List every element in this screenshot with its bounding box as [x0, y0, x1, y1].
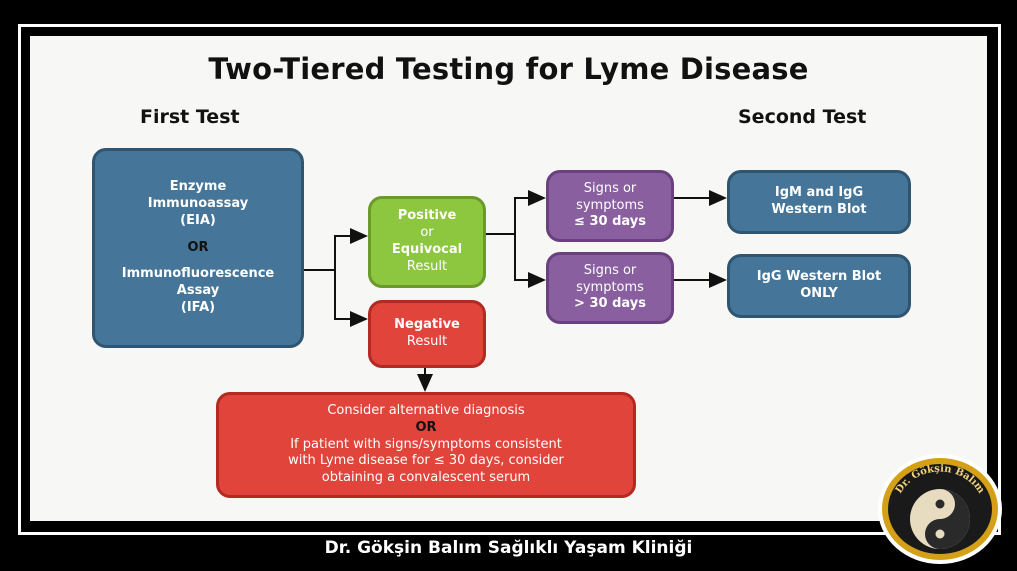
- arrow-to-le30: [514, 190, 546, 234]
- positive-result-box: Positive or Equivocal Result: [368, 196, 486, 288]
- negative-result-box: Negative Result: [368, 300, 486, 368]
- arrow-to-gt30: [514, 234, 546, 288]
- yin-yang-icon: [910, 489, 970, 549]
- eia-line3: (EIA): [180, 212, 216, 228]
- positive-line4: Result: [406, 258, 448, 274]
- alt-line4: obtaining a convalescent serum: [321, 470, 531, 486]
- arrow-to-positive: [334, 228, 368, 270]
- alt-line2: If patient with signs/symptoms consisten…: [290, 436, 562, 452]
- positive-line2: or: [420, 225, 434, 241]
- negative-line2: Result: [406, 334, 448, 349]
- igg-line2: ONLY: [800, 286, 838, 301]
- ifa-line1: Immunofluorescence: [121, 266, 275, 282]
- le30-line2: symptoms: [576, 197, 644, 213]
- diagram-title: Two-Tiered Testing for Lyme Disease: [208, 52, 809, 86]
- first-test-box: Enzyme Immunoassay (EIA) OR Immunofluore…: [92, 148, 304, 348]
- igm-line1: IgM and IgG: [774, 185, 864, 201]
- alt-line3: with Lyme disease for ≤ 30 days, conside…: [288, 453, 564, 469]
- ifa-line3: (IFA): [180, 300, 216, 316]
- slide-frame: [18, 24, 1001, 535]
- first-test-heading: First Test: [140, 106, 240, 128]
- alt-or: OR: [415, 419, 437, 435]
- alternative-diagnosis-box: Consider alternative diagnosis OR If pat…: [216, 392, 636, 498]
- alt-line1: Consider alternative diagnosis: [327, 402, 525, 418]
- flow-arrows: [304, 190, 727, 392]
- le30-line3: ≤ 30 days: [574, 214, 646, 230]
- igm-line2: Western Blot: [771, 202, 867, 217]
- footer-clinic-name: Dr. Gökşin Balım Sağlıklı Yaşam Kliniği: [324, 538, 693, 558]
- signs-gt30-box: Signs or symptoms > 30 days: [546, 252, 674, 324]
- ifa-line2: Assay: [176, 283, 220, 299]
- positive-line3: Equivocal: [391, 242, 463, 257]
- signs-le30-box: Signs or symptoms ≤ 30 days: [546, 170, 674, 242]
- negative-line1: Negative: [394, 317, 460, 333]
- arrow-to-negative: [334, 270, 368, 327]
- igg-line1: IgG Western Blot: [756, 269, 882, 285]
- eia-line1: Enzyme: [169, 178, 227, 194]
- gt30-line1: Signs or: [583, 262, 637, 278]
- gt30-line2: symptoms: [576, 279, 644, 295]
- positive-line1: Positive: [397, 208, 457, 224]
- second-test-heading: Second Test: [738, 106, 867, 128]
- first-test-or: OR: [187, 239, 209, 255]
- slide: Two-Tiered Testing for Lyme Disease Firs…: [30, 36, 987, 521]
- igm-igg-western-blot-box: IgM and IgG Western Blot: [727, 170, 911, 234]
- eia-line2: Immunoassay: [147, 195, 249, 211]
- gt30-line3: > 30 days: [574, 296, 646, 312]
- clinic-logo: Dr. Gökşin Balım: [878, 454, 1002, 564]
- le30-line1: Signs or: [583, 180, 637, 196]
- igg-western-blot-only-box: IgG Western Blot ONLY: [727, 254, 911, 318]
